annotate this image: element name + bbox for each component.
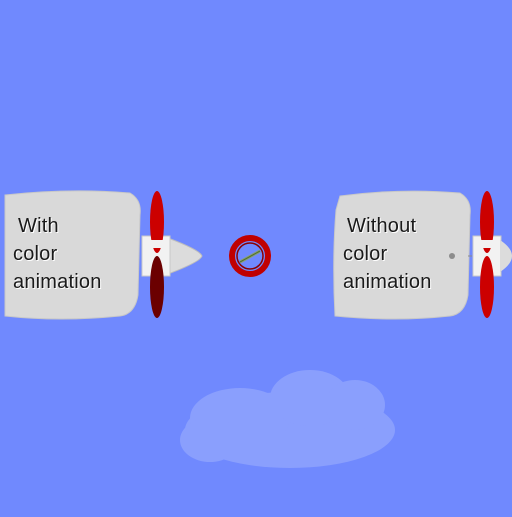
right-banner-text: Without color animation (343, 212, 432, 296)
left-plane (4, 190, 203, 320)
right-plane (333, 190, 512, 320)
left-propeller-bottom (150, 256, 164, 318)
right-banner (333, 190, 471, 320)
right-banner-line-3: animation (343, 271, 432, 293)
right-banner-line-2: color (343, 243, 388, 265)
right-banner-rivet (449, 253, 455, 259)
right-nose-cone (500, 240, 512, 272)
left-banner-text: With color animation (13, 212, 102, 296)
right-propeller-top (480, 191, 494, 253)
left-banner-line-1: With (18, 215, 59, 237)
right-propeller-bottom (480, 256, 494, 318)
left-nose-cone (167, 237, 203, 275)
left-banner-line-2: color (13, 243, 58, 265)
cloud (180, 370, 395, 468)
right-banner-line-1: Without (347, 215, 417, 237)
left-banner-line-3: animation (13, 271, 102, 293)
left-banner (4, 190, 141, 320)
left-propeller-top (150, 191, 164, 253)
target-ring-icon (229, 235, 271, 277)
